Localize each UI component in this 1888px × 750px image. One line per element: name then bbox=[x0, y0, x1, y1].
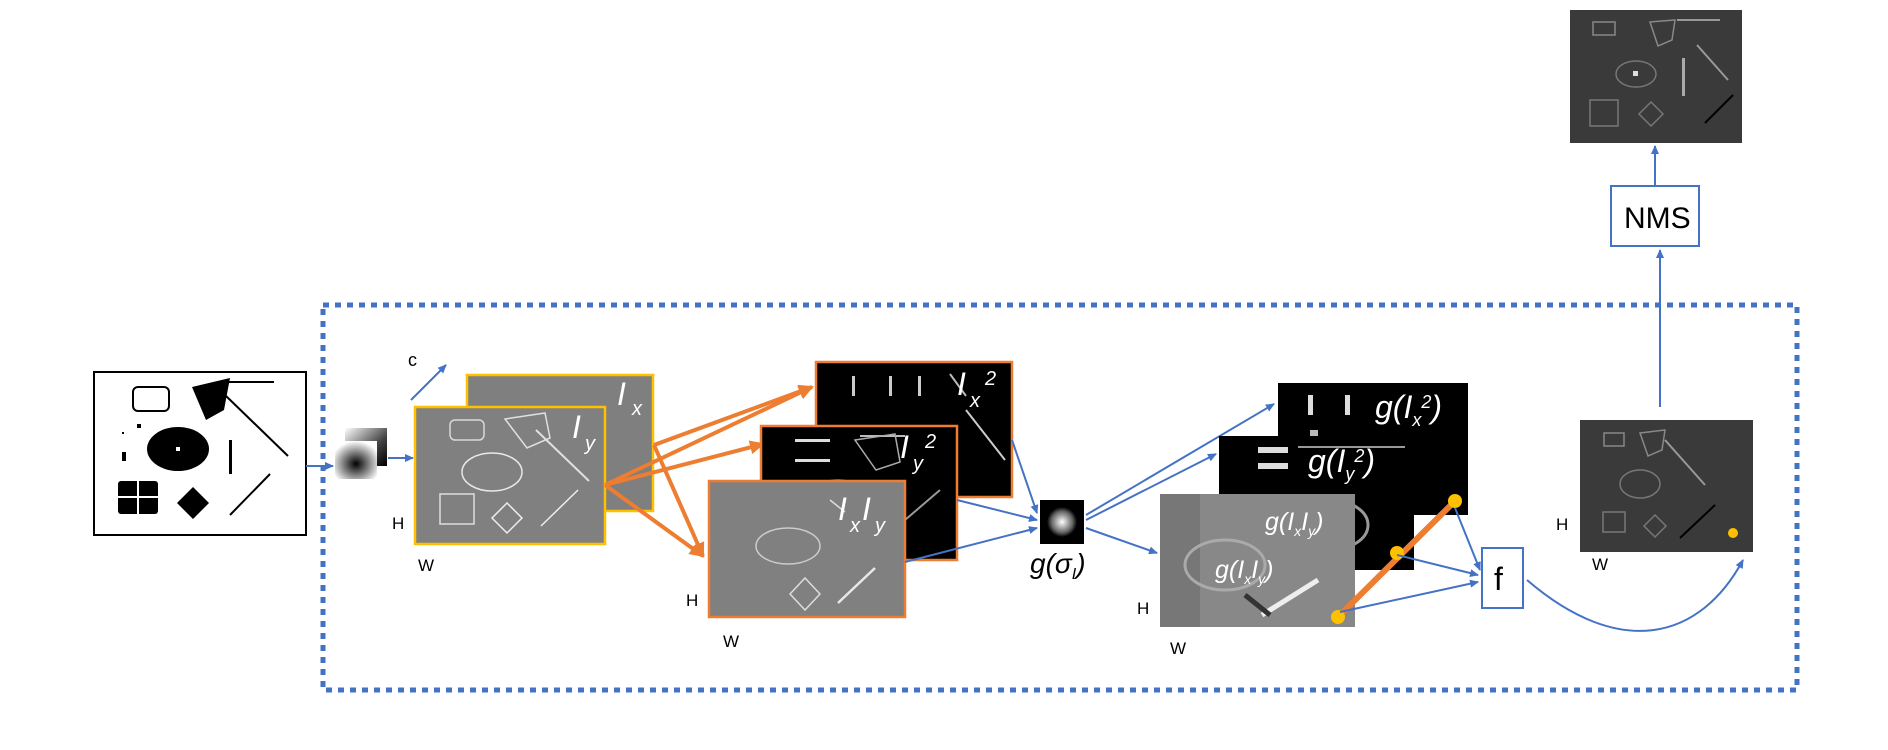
svg-text:x: x bbox=[631, 398, 643, 420]
svg-text:2: 2 bbox=[984, 368, 996, 390]
svg-text:y: y bbox=[911, 453, 924, 475]
svg-text:I: I bbox=[617, 376, 626, 412]
height-label-1: H bbox=[392, 514, 404, 533]
iy-map: I y bbox=[413, 405, 607, 546]
svg-text:I: I bbox=[900, 429, 909, 465]
channels-label: c bbox=[408, 350, 417, 370]
output-response-map bbox=[1580, 420, 1753, 552]
svg-text:2: 2 bbox=[924, 431, 936, 453]
svg-text:y: y bbox=[873, 515, 886, 537]
g-iy2-label: g(Iy2) bbox=[1308, 443, 1375, 484]
g-ixiy-label-1: g(IxIy) bbox=[1265, 508, 1323, 539]
svg-text:NMS: NMS bbox=[1624, 202, 1691, 235]
g-ix2-label: g(Ix2) bbox=[1375, 389, 1442, 430]
input-image bbox=[93, 371, 307, 536]
svg-text:I: I bbox=[862, 491, 871, 527]
width-label-4: W bbox=[1592, 555, 1608, 574]
g-ixiy-map: g(IxIy) g(IxIy) bbox=[1160, 494, 1355, 627]
gaussian-label: g(σI) bbox=[1030, 548, 1086, 583]
svg-text:I: I bbox=[957, 366, 966, 402]
nms-box: NMS bbox=[1610, 185, 1700, 247]
svg-text:x: x bbox=[969, 390, 981, 412]
svg-text:y: y bbox=[583, 433, 596, 455]
svg-text:I: I bbox=[838, 491, 847, 527]
ixiy-map: I x I y bbox=[707, 479, 907, 619]
response-function-box: f bbox=[1481, 547, 1524, 609]
width-label-1: W bbox=[418, 556, 434, 575]
svg-text:x: x bbox=[849, 515, 861, 537]
g-ixiy-label-2: g(IxIy) bbox=[1215, 556, 1273, 587]
height-label-3: H bbox=[1137, 599, 1149, 618]
width-label-2: W bbox=[723, 632, 739, 651]
gaussian-kernel-icon bbox=[1040, 500, 1084, 544]
svg-text:I: I bbox=[572, 409, 581, 445]
sobel-kernel-icon bbox=[335, 428, 387, 479]
height-label-2: H bbox=[686, 591, 698, 610]
final-corner-map bbox=[1570, 10, 1742, 143]
svg-text:f: f bbox=[1494, 561, 1503, 597]
pixel-stack bbox=[1331, 494, 1462, 624]
product-arrows bbox=[603, 384, 814, 558]
height-label-4: H bbox=[1556, 515, 1568, 534]
width-label-3: W bbox=[1170, 639, 1186, 658]
pipeline-container bbox=[320, 302, 1800, 693]
